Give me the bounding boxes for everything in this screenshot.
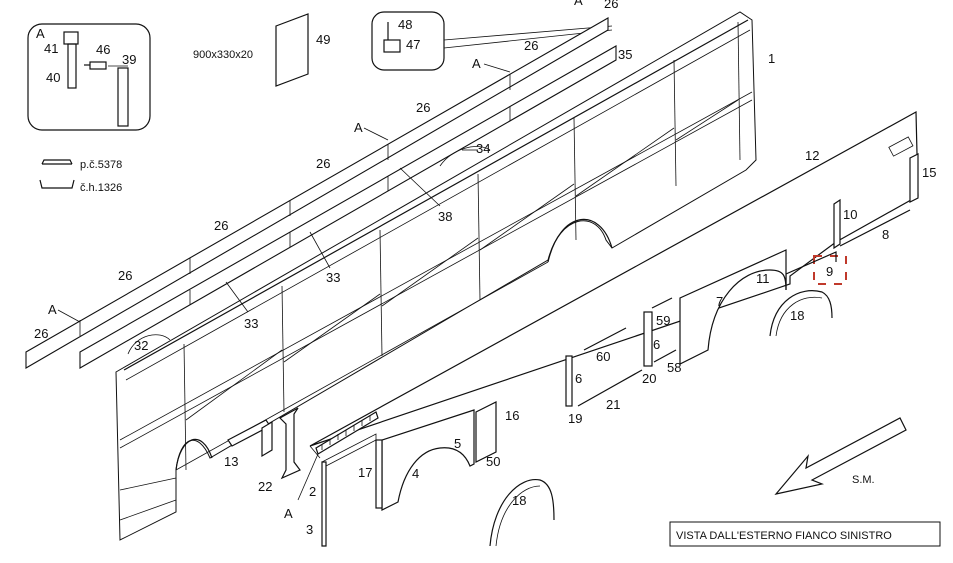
- part-59-post: [643, 311, 653, 367]
- callout-a: A: [354, 120, 363, 135]
- callout-48: 48: [398, 17, 412, 32]
- callout-5: 5: [454, 436, 461, 451]
- callout-41: 41: [44, 41, 58, 56]
- direction-label: S.M.: [852, 474, 875, 486]
- panel-size-label: 900x330x20: [193, 49, 253, 61]
- callout-47: 47: [406, 37, 420, 52]
- callout-33: 33: [244, 316, 258, 331]
- part-17: [375, 439, 383, 509]
- profile-icon-1: [41, 159, 73, 165]
- upper-strips: 26 26 26 26 26 26 26 35 A A A A: [25, 0, 632, 369]
- part-10: [833, 198, 841, 250]
- part-2-3: [321, 461, 327, 547]
- part-18-lower: [489, 479, 555, 547]
- callout-13: 13: [224, 454, 238, 469]
- callout-46: 46: [96, 42, 110, 57]
- callout-17: 17: [358, 465, 372, 480]
- part-15: [909, 153, 919, 203]
- callout-21: 21: [606, 397, 620, 412]
- callout-1: 1: [768, 51, 775, 66]
- callout-26: 26: [214, 218, 228, 233]
- profile-legend: p.č.5378 č.h.1326: [39, 159, 122, 194]
- callout-7: 7: [716, 294, 723, 309]
- callout-6: 6: [575, 371, 582, 386]
- callout-6: 6: [653, 337, 660, 352]
- callout-18: 18: [512, 493, 526, 508]
- callout-a-inset: A: [36, 26, 45, 41]
- callout-a: A: [472, 56, 481, 71]
- panel-49: 900x330x20 49: [193, 13, 330, 87]
- callout-34: 34: [476, 141, 490, 156]
- part-21: [577, 369, 643, 407]
- callout-3: 3: [306, 522, 313, 537]
- part-58: [653, 349, 677, 363]
- part-22: [279, 407, 301, 480]
- callout-26: 26: [118, 268, 132, 283]
- callout-40: 40: [46, 70, 60, 85]
- callout-35: 35: [618, 47, 632, 62]
- profile-label-1: p.č.5378: [80, 159, 122, 171]
- part-8: [839, 209, 911, 247]
- callout-50: 50: [486, 454, 500, 469]
- hatched-strip: A: [284, 411, 379, 521]
- callout-60: 60: [596, 349, 610, 364]
- callout-26: 26: [416, 100, 430, 115]
- part-7: [679, 249, 787, 365]
- part-16: [475, 401, 497, 463]
- callout-38: 38: [438, 209, 452, 224]
- callout-a: A: [284, 506, 293, 521]
- callout-59: 59: [656, 313, 670, 328]
- callout-20: 20: [642, 371, 656, 386]
- callout-10: 10: [843, 207, 857, 222]
- callout-26: 26: [34, 326, 48, 341]
- callout-12: 12: [805, 148, 819, 163]
- callout-22: 22: [258, 479, 272, 494]
- callout-19: 19: [568, 411, 582, 426]
- profile-icon-2: [39, 179, 75, 189]
- part-18-right: [769, 290, 833, 337]
- callout-26: 26: [316, 156, 330, 171]
- callout-32: 32: [134, 338, 148, 353]
- callout-18: 18: [790, 308, 804, 323]
- profile-label-2: č.h.1326: [80, 182, 122, 194]
- part-19: [565, 355, 573, 407]
- callout-58: 58: [667, 360, 681, 375]
- callout-2: 2: [309, 484, 316, 499]
- direction-arrow: S.M.: [774, 417, 907, 495]
- view-title-box: VISTA DALL'ESTERNO FIANCO SINISTRO: [669, 521, 941, 547]
- callout-39: 39: [122, 52, 136, 67]
- callout-a: A: [574, 0, 583, 8]
- callout-a: A: [48, 302, 57, 317]
- callout-11: 11: [756, 271, 770, 286]
- view-title: VISTA DALL'ESTERNO FIANCO SINISTRO: [676, 530, 892, 542]
- callout-4: 4: [412, 466, 419, 481]
- callout-9: 9: [826, 264, 833, 279]
- callout-26: 26: [524, 38, 538, 53]
- part-9-marker: [813, 255, 847, 285]
- callout-8: 8: [882, 227, 889, 242]
- part-4-5: [381, 409, 475, 511]
- callout-33: 33: [326, 270, 340, 285]
- callout-26: 26: [604, 0, 618, 11]
- detail-a-inset: A 41 40 46 39: [27, 23, 151, 131]
- callout-15: 15: [922, 165, 936, 180]
- callout-16: 16: [505, 408, 519, 423]
- callout-49: 49: [316, 32, 330, 47]
- part-60: [583, 327, 627, 351]
